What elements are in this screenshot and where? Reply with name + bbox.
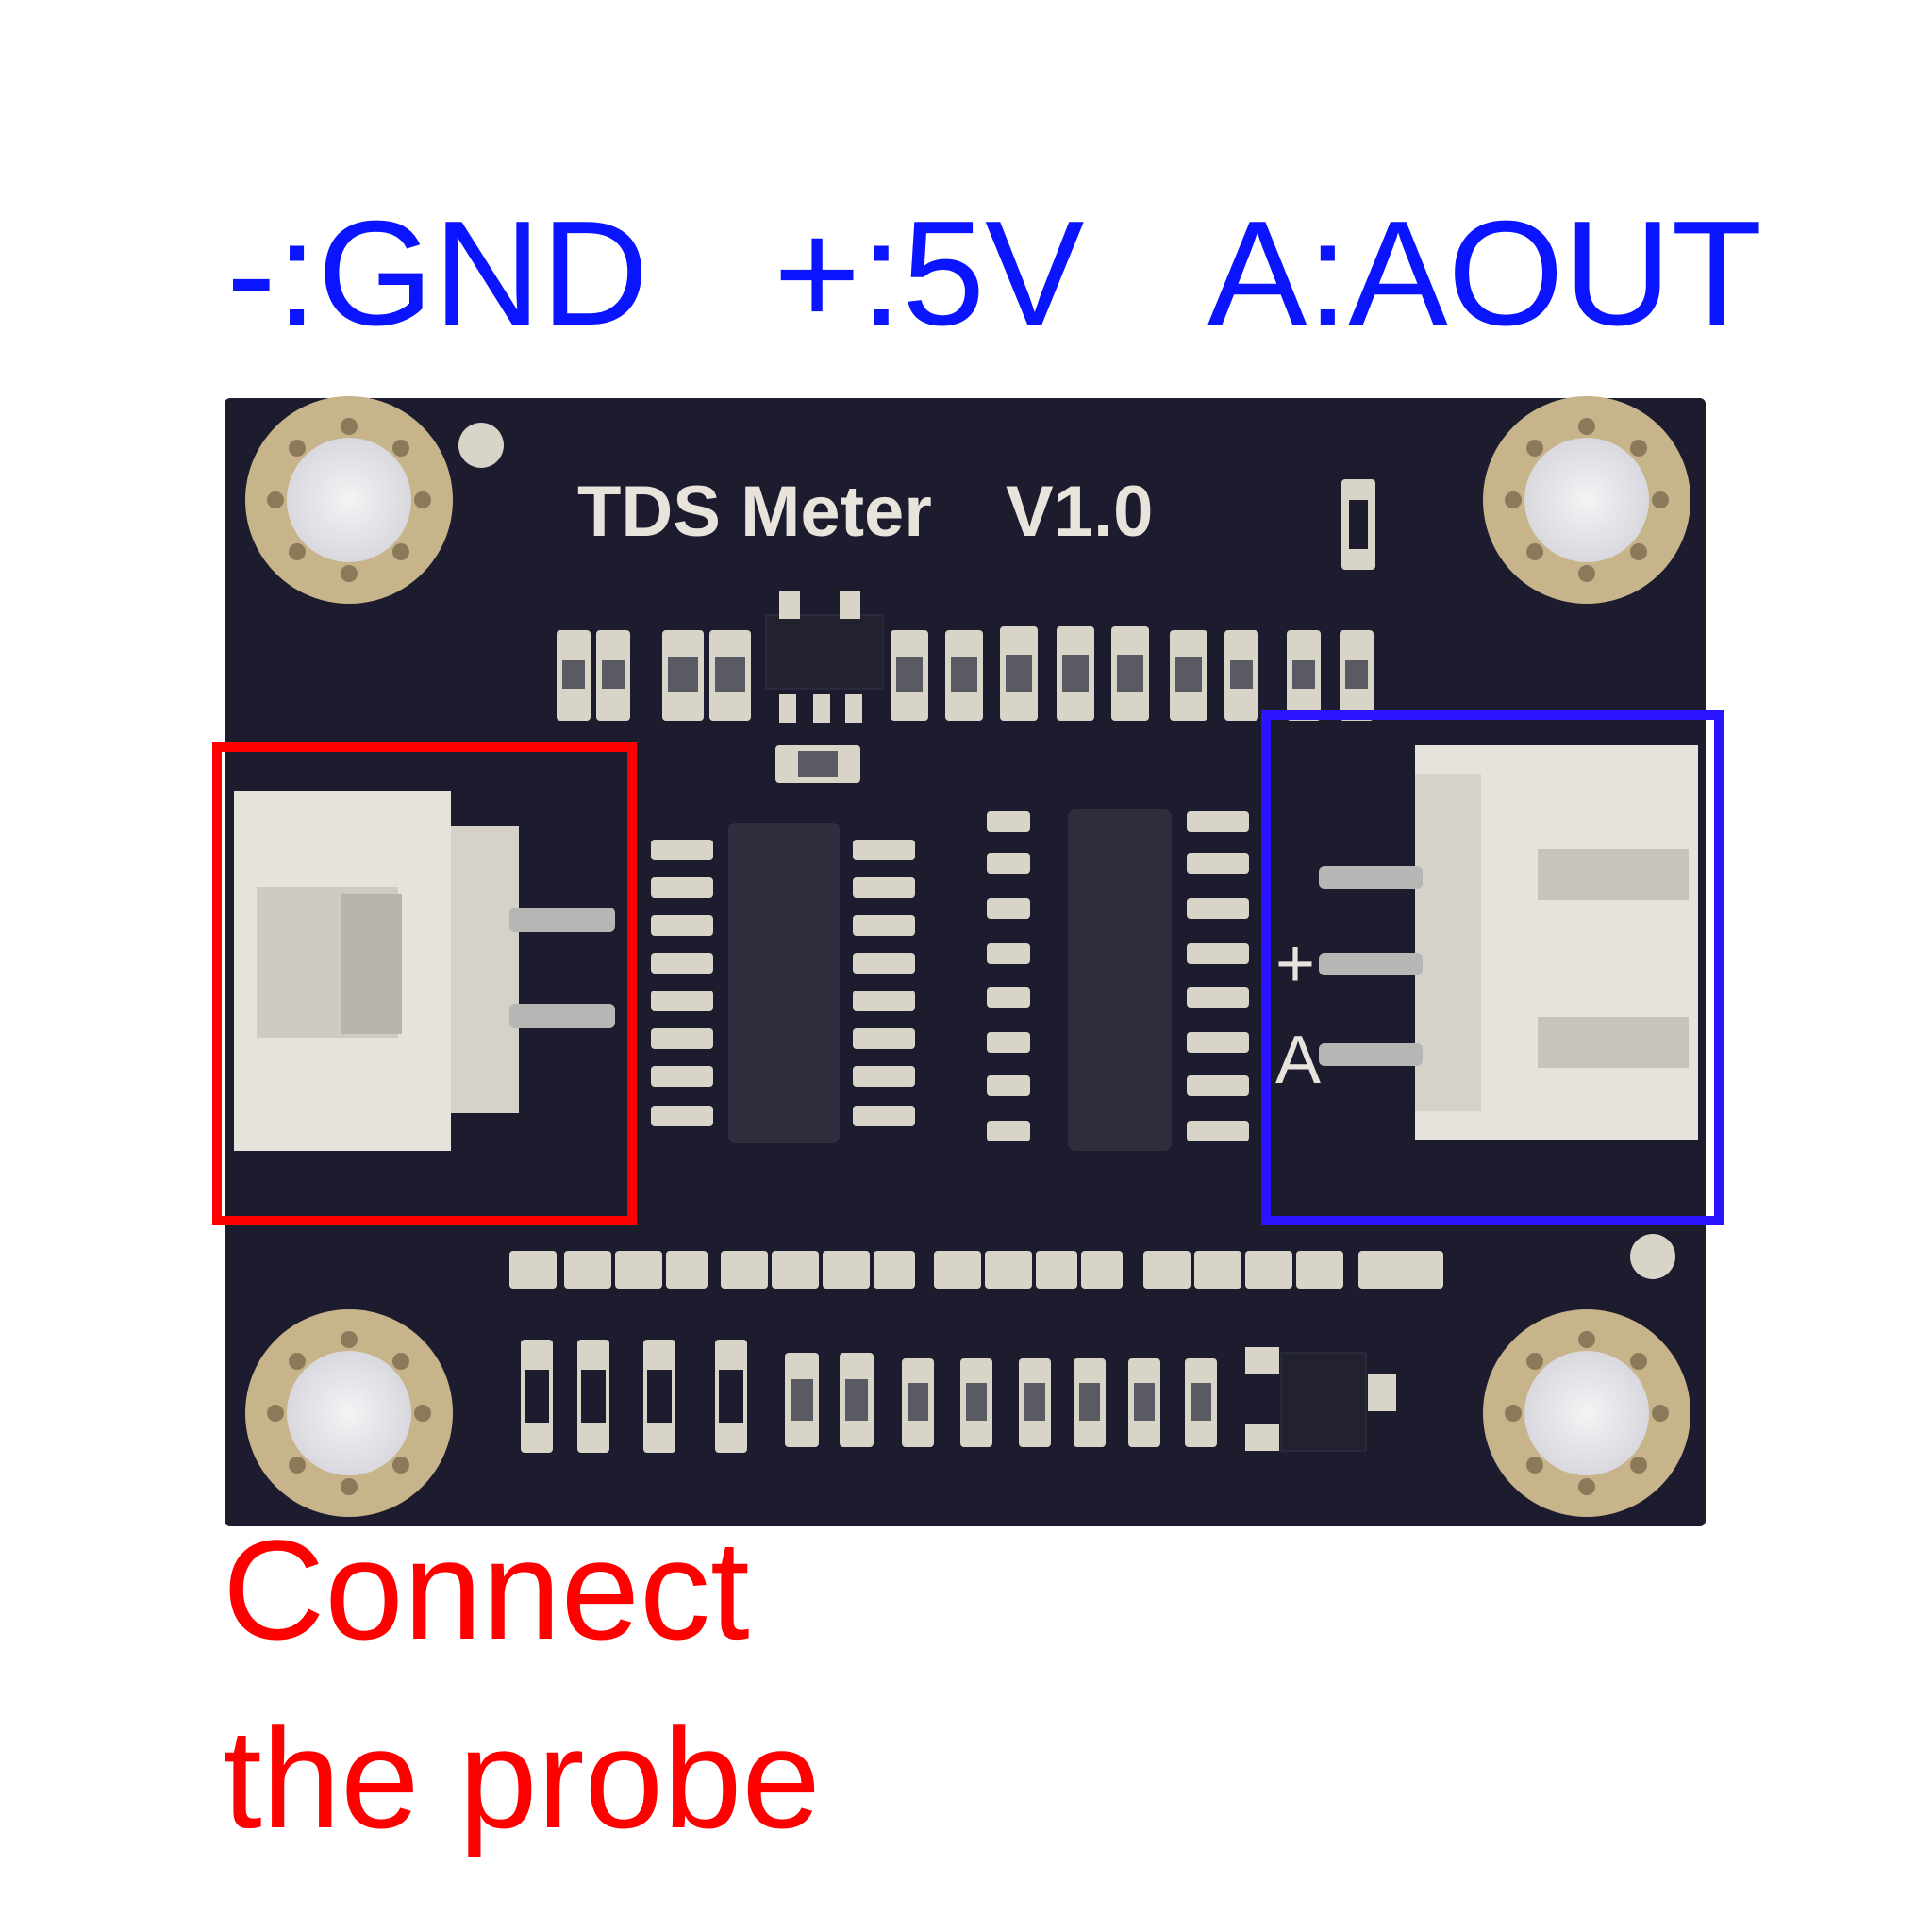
probe-connector: [234, 791, 615, 1151]
probe-caption-line-1: Connect: [223, 1510, 750, 1669]
board-version-silkscreen: V1.0: [1006, 472, 1153, 552]
pin-label-gnd: -:GND: [226, 191, 649, 357]
output-connector-highlight-box: [1261, 710, 1724, 1225]
fiducial-mark: [1630, 1234, 1675, 1279]
smd-component-row-middle: [509, 1251, 1443, 1289]
output-pin-plus-silkscreen: +: [1275, 926, 1315, 1002]
ic-chip-left: [651, 823, 915, 1143]
fiducial-mark: [458, 423, 504, 468]
board-title-silkscreen: TDS Meter: [577, 472, 932, 552]
smd-component-row-top: [557, 626, 1374, 721]
pin-label-aout: A:AOUT: [1208, 191, 1763, 357]
ic-chip-right: [987, 809, 1249, 1151]
smd-component-row-bottom: [521, 1340, 1217, 1453]
smd-regulator: [1245, 1347, 1396, 1452]
mounting-hole-top-right: [1483, 396, 1690, 604]
smd-transistor: [765, 591, 884, 723]
pcb-board: [225, 398, 1706, 1526]
mounting-hole-bottom-right: [1483, 1309, 1690, 1517]
mounting-hole-bottom-left: [245, 1309, 453, 1517]
probe-caption-line-2: the probe: [223, 1699, 821, 1857]
pin-label-5v: +:5V: [774, 191, 1085, 357]
output-pin-a-silkscreen: A: [1275, 1023, 1321, 1098]
output-connector: [1319, 745, 1698, 1140]
mounting-hole-top-left: [245, 396, 453, 604]
probe-connector-highlight-box: [212, 742, 637, 1225]
